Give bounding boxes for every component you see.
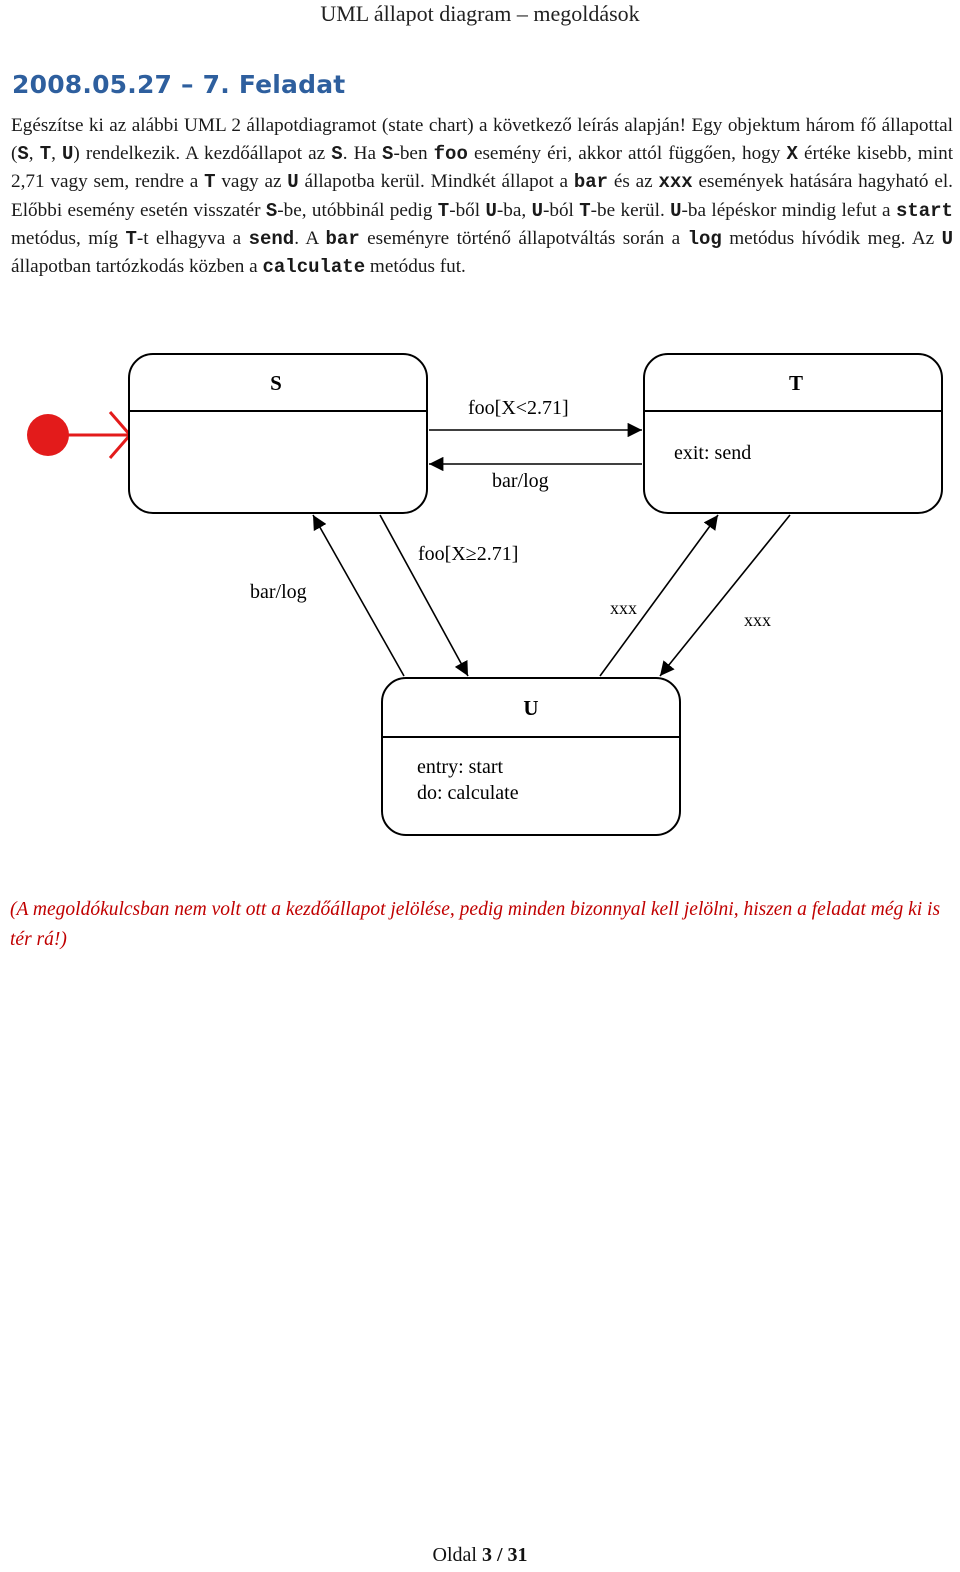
state-u-do-action: do: calculate bbox=[417, 782, 519, 804]
state-s: S bbox=[128, 353, 428, 514]
task-text-01: Egészítse ki az alábbi UML 2 állapotdiag… bbox=[11, 115, 953, 165]
transition-u-to-t bbox=[599, 514, 719, 677]
task-text-24: állapotban tartózkodás közben a bbox=[11, 256, 263, 278]
transition-t-to-u-label: xxx bbox=[744, 610, 771, 630]
task-text-09: vagy az bbox=[215, 171, 288, 193]
code-term: X bbox=[786, 143, 798, 166]
state-u-box bbox=[381, 677, 681, 836]
code-term: S bbox=[382, 143, 394, 166]
state-t-box bbox=[643, 353, 943, 514]
code-term: U bbox=[485, 199, 497, 222]
state-s-box bbox=[128, 353, 428, 514]
transition-u-to-t-label: xxx bbox=[610, 598, 637, 618]
code-term: S bbox=[265, 199, 278, 222]
code-term: log bbox=[687, 227, 722, 250]
code-term: T bbox=[204, 171, 216, 194]
task-text-13: -be, utóbbinál pedig bbox=[277, 199, 438, 221]
footer-page-total: 31 bbox=[507, 1544, 528, 1566]
code-term: xxx bbox=[658, 171, 693, 194]
transition-s-to-u-label: foo[X≥2.71] bbox=[418, 543, 518, 565]
task-text-23: metódus hívódik meg. Az bbox=[721, 227, 942, 249]
task-text-06: -ben bbox=[393, 143, 434, 165]
code-term: U bbox=[61, 143, 74, 166]
code-term: foo bbox=[433, 143, 468, 166]
task-text-20: -t elhagyva a bbox=[136, 227, 249, 249]
code-term: T bbox=[437, 199, 450, 222]
task-text-16: -ból bbox=[542, 199, 580, 221]
transition-s-to-u bbox=[379, 514, 469, 677]
task-text-03: , bbox=[51, 143, 62, 165]
task-text-08: értéke kisebb, mint 2,71 vagy sem, rendr… bbox=[11, 143, 954, 193]
task-text-25: metódus fut. bbox=[365, 256, 466, 278]
task-text-18: -ba lépéskor mindig lefut a bbox=[681, 199, 896, 221]
code-term: U bbox=[531, 199, 543, 222]
solution-note: (A megoldókulcsban nem volt ott a kezdőá… bbox=[10, 899, 941, 950]
state-t: T exit: send bbox=[643, 353, 943, 514]
code-term: calculate bbox=[262, 256, 366, 279]
task-text-05: . Ha bbox=[342, 143, 383, 165]
page-footer: Oldal 3 / 31 bbox=[0, 1544, 960, 1567]
task-text-15: -ba, bbox=[496, 199, 532, 221]
state-u-name: U bbox=[523, 696, 538, 720]
code-term: U bbox=[670, 199, 682, 222]
code-term: start bbox=[895, 199, 953, 222]
footer-page-number: 3 bbox=[481, 1544, 492, 1566]
state-u: U entry: start do: calculate bbox=[381, 677, 681, 836]
task-text-19: metódus, míg bbox=[11, 227, 126, 249]
state-t-name: T bbox=[789, 371, 803, 395]
state-diagram: S T exit: send U entry: start do: calcul… bbox=[27, 353, 943, 836]
task-text-11: és az bbox=[608, 171, 659, 193]
code-term: T bbox=[39, 143, 52, 166]
transition-u-to-s-label: bar/log bbox=[250, 581, 307, 603]
footer-prefix: Oldal bbox=[432, 1544, 482, 1566]
task-text-07: esemény éri, akkor attól függően, hogy bbox=[467, 143, 787, 165]
footer-separator: / bbox=[491, 1544, 508, 1566]
code-term: bar bbox=[573, 171, 609, 194]
code-term: S bbox=[17, 143, 29, 166]
transition-s-to-t-label: foo[X<2.71] bbox=[468, 397, 569, 419]
code-term: U bbox=[941, 227, 953, 250]
transition-u-to-s bbox=[312, 514, 405, 677]
code-term: T bbox=[125, 227, 137, 250]
state-s-name: S bbox=[270, 371, 282, 395]
task-text-21: . A bbox=[294, 227, 326, 249]
task-text-22: eseményre történő állapotváltás során a bbox=[359, 227, 688, 249]
initial-state-dot bbox=[27, 414, 69, 456]
task-heading: 2008.05.27 – 7. Feladat bbox=[12, 70, 346, 99]
code-term: S bbox=[331, 143, 343, 166]
code-term: U bbox=[287, 171, 299, 194]
transition-t-to-u bbox=[659, 514, 791, 677]
task-text-14: -ből bbox=[449, 199, 486, 221]
page-header: UML állapot diagram – megoldások bbox=[320, 1, 640, 26]
task-text-12: események hatására hagyható el. Előbbi e… bbox=[11, 171, 953, 221]
code-term: T bbox=[579, 199, 591, 222]
task-description: Egészítse ki az alábbi UML 2 állapotdiag… bbox=[11, 112, 953, 281]
state-u-entry-action: entry: start bbox=[417, 756, 504, 778]
transition-t-to-s-label: bar/log bbox=[492, 470, 549, 492]
task-text-02: , bbox=[28, 143, 40, 165]
code-term: send bbox=[248, 227, 295, 250]
task-text-04: ) rendelkezik. A kezdőállapot az bbox=[73, 143, 332, 165]
state-t-exit-action: exit: send bbox=[674, 442, 751, 464]
code-term: bar bbox=[325, 227, 360, 250]
initial-state bbox=[27, 411, 132, 459]
task-text-10: állapotba kerül. Mindkét állapot a bbox=[298, 171, 574, 193]
task-text-17: -be kerül. bbox=[590, 199, 671, 221]
